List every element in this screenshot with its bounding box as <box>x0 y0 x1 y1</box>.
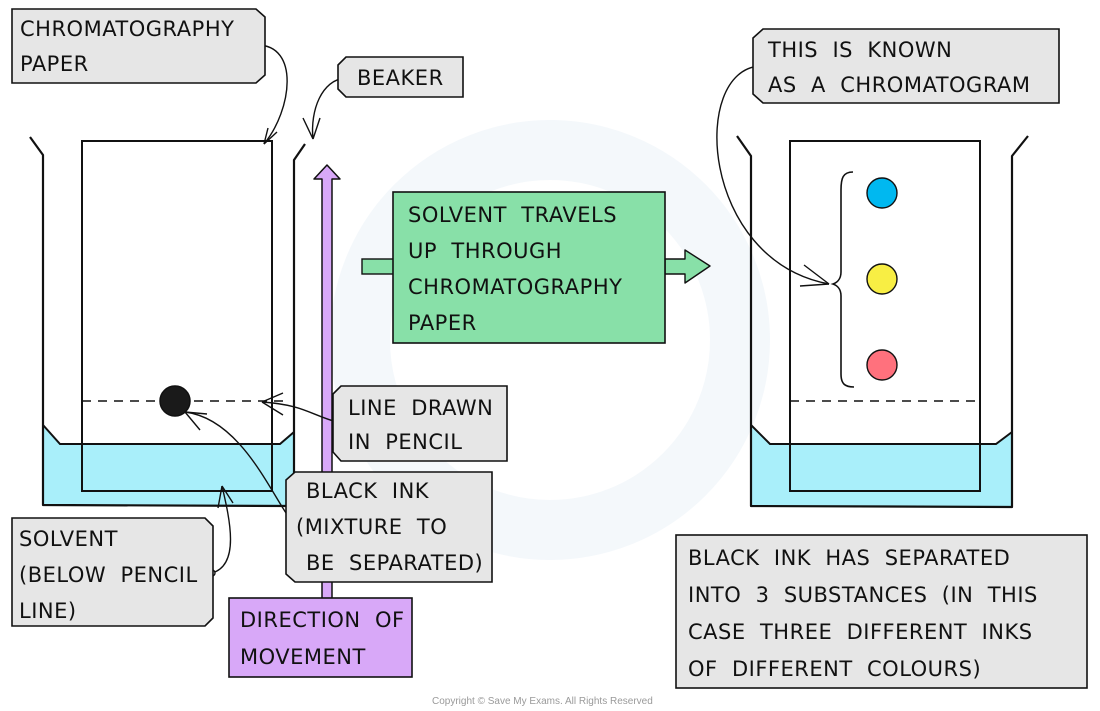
label-text: SOLVENT <box>19 527 118 551</box>
result-text: OF DIFFERENT COLOURS) <box>688 657 981 681</box>
label-result: BLACK INK HAS SEPARATED INTO 3 SUBSTANCE… <box>675 534 1088 689</box>
blue-spot <box>866 177 898 209</box>
process-arrow: SOLVENT TRAVELS UP THROUGH CHROMATOGRAPH… <box>361 191 711 344</box>
left-beaker <box>29 136 306 508</box>
right-beaker <box>736 135 1029 509</box>
right-beaker-outline <box>736 135 1029 509</box>
label-text: LINE DRAWN <box>348 396 493 420</box>
label-text: BE SEPARATED) <box>306 551 483 575</box>
label-text: CHROMATOGRAPHY <box>20 17 234 41</box>
label-text: MOVEMENT <box>240 645 366 669</box>
solvent-pointer <box>211 485 232 574</box>
copyright-text: Copyright © Save My Exams. All Rights Re… <box>432 696 653 707</box>
label-text: AS A CHROMATOGRAM <box>768 73 1031 97</box>
label-beaker: BEAKER <box>337 56 464 98</box>
bracket <box>830 171 855 388</box>
paper-pointer <box>256 44 288 145</box>
process-text: CHROMATOGRAPHY <box>408 275 622 299</box>
label-line-drawn: LINE DRAWN IN PENCIL <box>332 385 508 462</box>
black-ink-spot <box>159 385 191 417</box>
label-text: DIRECTION OF <box>240 608 405 632</box>
left-chromatography-paper <box>81 140 273 492</box>
label-solvent: SOLVENT (BELOW PENCIL LINE) <box>11 517 214 627</box>
watermark <box>330 120 770 560</box>
result-text: INTO 3 SUBSTANCES (IN THIS <box>688 583 1038 607</box>
label-text: PAPER <box>20 52 89 76</box>
label-text: BLACK INK <box>306 479 430 503</box>
process-text: SOLVENT TRAVELS <box>408 203 617 227</box>
left-beaker-outline <box>29 136 306 508</box>
red-spot <box>866 349 898 381</box>
label-direction-of-movement: DIRECTION OF MOVEMENT <box>228 597 413 678</box>
label-text: (BELOW PENCIL <box>19 563 198 587</box>
right-solvent <box>751 425 1012 506</box>
process-text: PAPER <box>408 311 477 335</box>
process-text: UP THROUGH <box>408 239 562 263</box>
label-black-ink: BLACK INK (MIXTURE TO BE SEPARATED) <box>285 471 493 583</box>
label-text: IN PENCIL <box>348 430 462 454</box>
yellow-spot <box>866 263 898 295</box>
label-text: LINE) <box>19 599 77 623</box>
right-chromatography-paper <box>789 140 981 492</box>
label-text: THIS IS KNOWN <box>767 38 952 62</box>
result-text: CASE THREE DIFFERENT INKS <box>688 620 1033 644</box>
result-text: BLACK INK HAS SEPARATED <box>688 546 1010 570</box>
right-solvent-surface <box>750 424 1013 445</box>
label-text: (MIXTURE TO <box>296 515 447 539</box>
label-chromatogram: THIS IS KNOWN AS A CHROMATOGRAM <box>752 28 1060 104</box>
label-chromatography-paper: CHROMATOGRAPHY PAPER <box>11 8 266 84</box>
label-text: BEAKER <box>357 66 444 90</box>
pencil-line-pointer <box>261 401 341 424</box>
left-solvent-surface <box>42 424 295 445</box>
